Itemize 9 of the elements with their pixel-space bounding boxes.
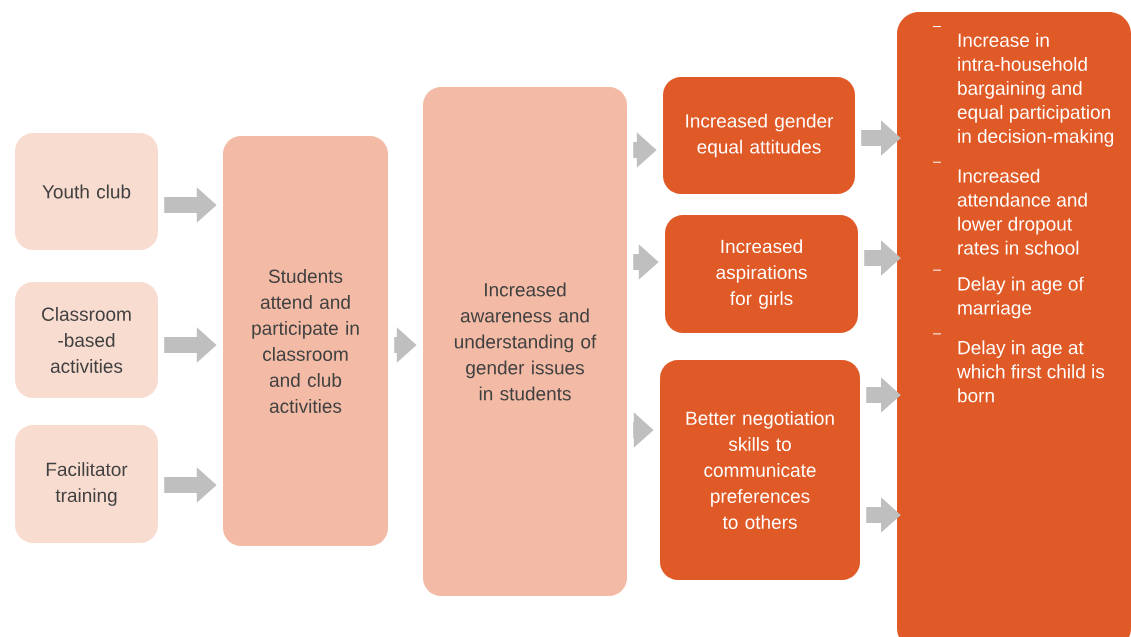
result-box: Better negotiation skills to communicate preferences to others bbox=[660, 360, 860, 580]
result-box: Increased gender equal attitudes bbox=[663, 77, 855, 194]
input-box: Youth club bbox=[15, 133, 158, 250]
input-box: Facilitator training bbox=[15, 425, 158, 543]
impact-box: Increase in intra-household bargaining and equal participation in decision-making Increased attendance and lower dropout rates in school Delay in age of marriage Delay in age at which first child is born bbox=[897, 12, 1131, 637]
activity-box: Students attend and participate in classroom and club activities bbox=[223, 136, 388, 546]
result-box: Increased aspirations for girls bbox=[665, 215, 858, 333]
outcome-box: Increased awareness and understanding of gender issues in students bbox=[423, 87, 627, 596]
input-box: Classroom -based activities bbox=[15, 282, 158, 398]
